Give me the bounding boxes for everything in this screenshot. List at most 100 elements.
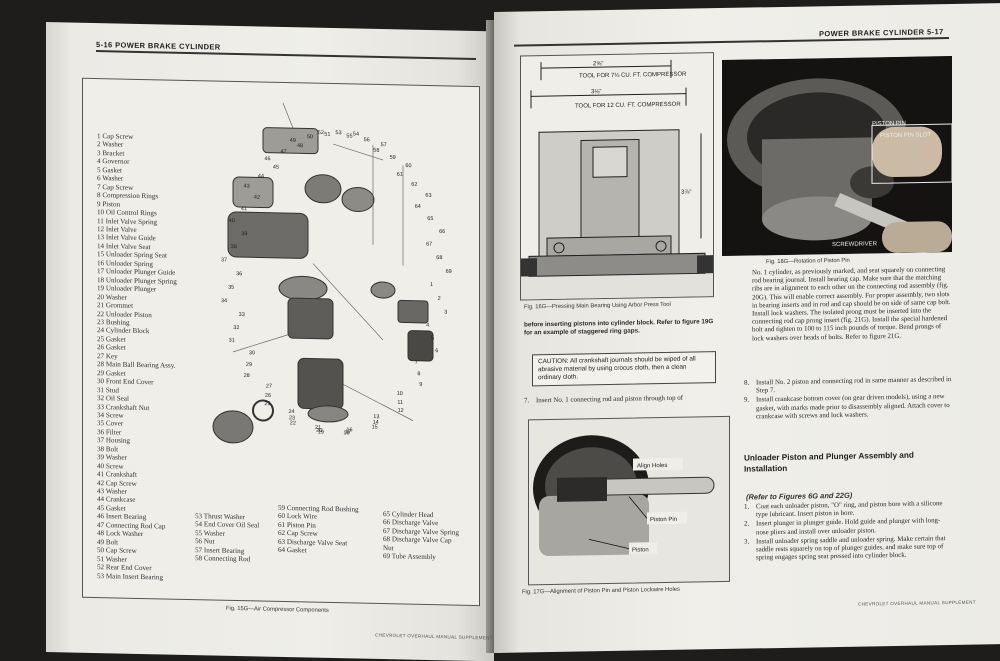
fig17g-photo: Align Holes Piston Pin Piston xyxy=(528,415,730,586)
callout-number: 35 xyxy=(228,285,234,291)
callout-number: 52 xyxy=(318,130,324,136)
callout-number: 23 xyxy=(289,415,295,421)
tool-7-label: TOOL FOR 7¼ CU. FT. COMPRESSOR xyxy=(579,72,687,80)
legend-item: 58 Connecting Rod xyxy=(195,554,251,564)
callout-number: 39 xyxy=(241,231,247,237)
callout-number: 14 xyxy=(373,420,379,426)
callout-number: 22 xyxy=(290,420,296,426)
callout-number: 19 xyxy=(318,429,324,435)
callout-number: 64 xyxy=(415,204,421,210)
step-text: Install crankcase bottom cover (on gear … xyxy=(756,393,950,421)
callout-number: 30 xyxy=(249,350,255,356)
callout-number: 27 xyxy=(266,384,272,390)
callout-number: 48 xyxy=(297,143,303,149)
dim-side: 3⅞" xyxy=(681,190,691,196)
right-page: POWER BRAKE CYLINDER 5-17 xyxy=(494,3,1000,654)
intro-text: before inserting pistons into cylinder b… xyxy=(524,318,714,337)
callout-number: 51 xyxy=(324,132,330,138)
left-page: 5-16 POWER BRAKE CYLINDER xyxy=(46,22,494,661)
callout-number: 31 xyxy=(229,338,235,344)
callout-number: 47 xyxy=(281,149,287,155)
callout-number: 24 xyxy=(289,409,295,415)
callout-number: 40 xyxy=(229,218,235,224)
callout-number: 20 xyxy=(316,428,322,434)
callout-number: 25 xyxy=(264,401,270,407)
callout-number: 32 xyxy=(233,325,239,331)
dim-mid: 3⅛" xyxy=(591,89,601,95)
callout-number: 21 xyxy=(315,425,321,431)
header-rule xyxy=(96,50,476,60)
callout-number: 56 xyxy=(364,137,370,143)
callout-number: 8 xyxy=(417,371,420,377)
callout-number: 45 xyxy=(273,165,279,171)
callout-number: 63 xyxy=(425,193,431,199)
callout-number: 69 xyxy=(446,269,452,275)
step-number: 3. xyxy=(744,538,750,546)
piston-pin-slot-label: PISTON PIN SLOT xyxy=(880,132,932,139)
callout-number: 9 xyxy=(419,382,422,388)
callout-number: 41 xyxy=(241,206,247,212)
legend-item: 68 Discharge Valve Cap xyxy=(383,535,452,545)
fig18g-photo: PISTON PIN PISTON PIN SLOT SCREWDRIVER xyxy=(722,56,952,257)
callout-number: 34 xyxy=(221,298,227,304)
callout-number: 2 xyxy=(438,296,441,302)
legend-item: 64 Gasket xyxy=(278,546,307,555)
callout-number: 36 xyxy=(236,271,242,277)
callout-number: 28 xyxy=(244,373,250,379)
callout-number: 10 xyxy=(397,391,403,397)
piston-pin-label: Piston Pin xyxy=(650,517,677,523)
step-text: Insert No. 1 connecting rod and piston t… xyxy=(536,394,683,405)
callout-number: 12 xyxy=(398,408,404,414)
callout-number: 49 xyxy=(290,138,296,144)
callout-number: 17 xyxy=(345,429,351,435)
callout-number: 1 xyxy=(430,282,433,288)
callout-number: 55 xyxy=(346,133,352,139)
step-number: 7. xyxy=(524,397,530,405)
callout-number: 18 xyxy=(343,430,349,436)
step-text: Install No. 2 piston and connecting rod … xyxy=(756,376,952,395)
callout-number: 33 xyxy=(239,312,245,318)
step-7-continued: No. 1 cylinder, as previously marked, an… xyxy=(752,266,951,343)
screwdriver-label: SCREWDRIVER xyxy=(832,241,878,248)
callout-number: 59 xyxy=(390,155,396,161)
numbered-step: 3. Install unloader spring saddle and unl… xyxy=(744,535,952,563)
callout-number: 11 xyxy=(397,400,403,406)
callout-number: 60 xyxy=(405,163,411,169)
callout-number: 67 xyxy=(426,241,432,247)
fig16g-box: 2⅝" TOOL FOR 7¼ CU. FT. COMPRESSOR 3⅛" T… xyxy=(520,52,714,301)
fig18g-caption: Fig. 18G—Rotation of Piston Pin xyxy=(766,257,850,266)
callout-number: 3 xyxy=(444,310,447,316)
legend-item: 69 Tube Assembly xyxy=(383,552,436,562)
section-reference: (Refer to Figures 6G and 22G) xyxy=(746,490,853,502)
callout-number: 50 xyxy=(307,134,313,140)
callout-number: 62 xyxy=(411,182,417,188)
step-7: 7. Insert No. 1 connecting rod and piston… xyxy=(524,394,724,406)
step-number: 1. xyxy=(744,503,750,511)
callout-number: 7 xyxy=(415,360,418,366)
callout-number: 53 xyxy=(335,130,341,136)
callout-number: 46 xyxy=(264,156,270,162)
fig15g-caption: Fig. 15G—Air Compressor Components xyxy=(226,605,329,614)
arbor-press-tool-drawing: 2⅝" TOOL FOR 7¼ CU. FT. COMPRESSOR 3⅛" T… xyxy=(521,59,713,300)
align-holes-label: Align Holes xyxy=(637,463,667,470)
callout-number: 6 xyxy=(435,348,438,354)
callout-number: 65 xyxy=(427,216,433,222)
callout-number: 37 xyxy=(221,257,227,263)
steps-8-9: 8.Install No. 2 piston and connecting ro… xyxy=(744,376,952,423)
fig17g-caption: Fig. 17G—Alignment of Piston Pin and Pis… xyxy=(522,586,680,596)
dim-top: 2⅝" xyxy=(593,61,603,67)
callout-number: 68 xyxy=(436,255,442,261)
callout-number: 54 xyxy=(353,131,359,137)
callout-number: 42 xyxy=(254,195,260,201)
callout-number: 5 xyxy=(431,335,434,341)
section-steps: 1.Coat each unloader piston, "O" ring, a… xyxy=(744,500,952,564)
callout-number: 4 xyxy=(426,322,429,328)
step-text: Insert plunger in plunger guide. Hold gu… xyxy=(756,517,941,537)
callout-number: 44 xyxy=(258,174,264,180)
step-text: Install unloader spring saddle and unloa… xyxy=(756,534,946,562)
tool-12-label: TOOL FOR 12 CU. FT. COMPRESSOR xyxy=(575,102,681,110)
